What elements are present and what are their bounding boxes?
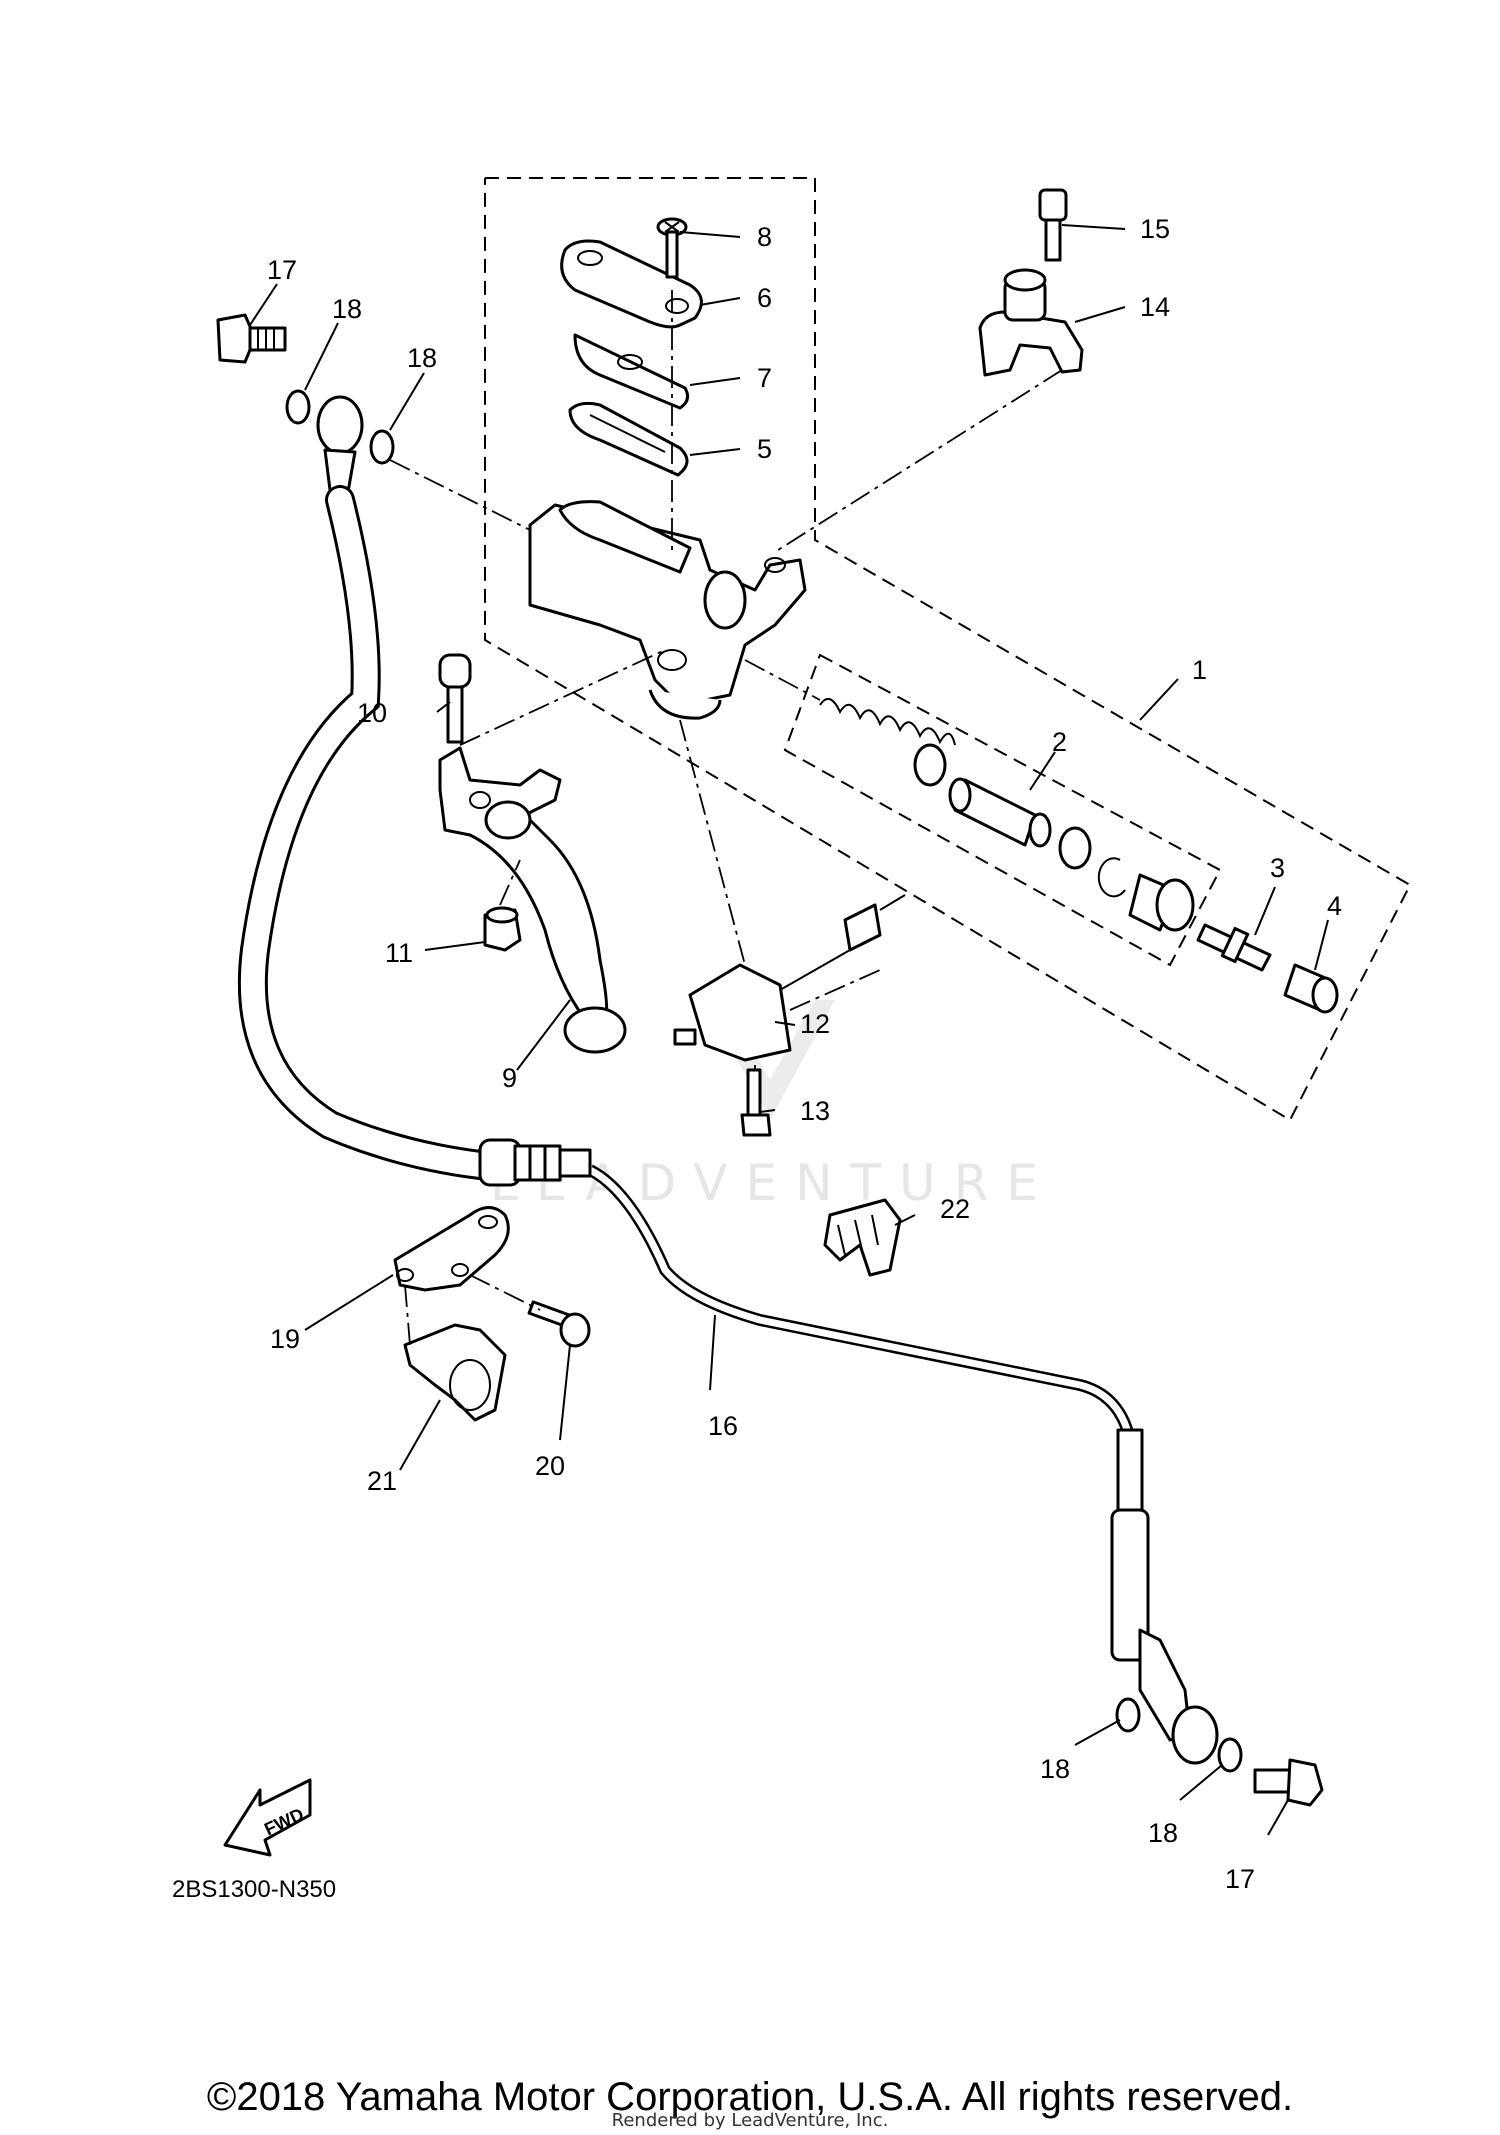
adjuster-4 (1283, 963, 1339, 1014)
brake-switch-12 (673, 894, 906, 1062)
copyright-notice: ©2018 Yamaha Motor Corporation, U.S.A. A… (206, 2075, 1294, 2119)
leader-lines (249, 224, 1329, 1836)
washer-18-c (1115, 1697, 1141, 1733)
bolt-15 (1038, 188, 1068, 262)
banjo-bolt-17-top (216, 313, 287, 364)
diaphragm-5 (568, 401, 689, 477)
label-18-a: 18 (332, 294, 362, 324)
label-5: 5 (757, 434, 772, 464)
washer-18-a (285, 389, 311, 425)
alignment-lines (389, 290, 1063, 1346)
label-20: 20 (535, 1451, 565, 1481)
bracket-19 (393, 1206, 510, 1292)
boot (1128, 873, 1195, 932)
piston (948, 777, 1052, 848)
label-21: 21 (367, 1466, 397, 1496)
label-14: 14 (1140, 292, 1170, 322)
bolt-20 (527, 1300, 591, 1348)
label-10: 10 (357, 698, 387, 728)
brake-hose-16 (237, 485, 1192, 1742)
label-9: 9 (502, 1063, 517, 1093)
label-22: 22 (940, 1194, 970, 1224)
label-19: 19 (270, 1324, 300, 1354)
spring (819, 697, 956, 746)
washer-18-d (1217, 1737, 1243, 1773)
brake-lever-9 (438, 746, 627, 1054)
rendered-by-notice: Rendered by LeadVenture, Inc. (611, 2110, 889, 2131)
nut-11 (483, 906, 522, 952)
guide-21 (403, 1323, 507, 1422)
banjo-fitting-top (316, 395, 364, 494)
screw-8 (656, 217, 688, 279)
assembly-1-boundary (484, 177, 1412, 1122)
washer-18-b (369, 429, 395, 465)
diaphragm-plate-7 (573, 333, 690, 410)
pushrod-3 (1196, 923, 1272, 972)
diagram-code: 2BS1300-N350 (172, 1876, 336, 1903)
label-17-bottom: 17 (1225, 1864, 1255, 1894)
label-16: 16 (708, 1411, 738, 1441)
label-7: 7 (757, 363, 772, 393)
pivot-bolt-10 (438, 653, 472, 744)
part-labels: 1 2 3 4 5 6 7 8 9 10 11 12 13 14 15 16 1… (267, 214, 1342, 1894)
label-18-d: 18 (1148, 1818, 1178, 1848)
clamp-14 (978, 268, 1084, 377)
label-6: 6 (757, 283, 772, 313)
label-11: 11 (385, 938, 413, 968)
label-18-c: 18 (1040, 1754, 1070, 1784)
cup-seal (913, 743, 947, 787)
reservoir-cap-6 (560, 239, 703, 329)
hose-clamp-22 (823, 1198, 902, 1277)
label-18-b: 18 (407, 343, 437, 373)
label-4: 4 (1327, 891, 1342, 921)
circlip (1097, 857, 1126, 898)
label-3: 3 (1270, 853, 1285, 883)
master-cylinder-body (528, 500, 807, 720)
label-12: 12 (800, 1009, 830, 1039)
label-1: 1 (1192, 655, 1207, 685)
piston-seal (1058, 826, 1092, 870)
banjo-bolt-17-bottom (1253, 1758, 1324, 1807)
label-17-top: 17 (267, 255, 297, 285)
banjo-fitting-bottom (1171, 1705, 1219, 1765)
fwd-arrow-icon: FWD (223, 1778, 312, 1857)
label-15: 15 (1140, 214, 1170, 244)
label-2: 2 (1052, 727, 1067, 757)
piston-kit-2-boundary (783, 653, 1222, 967)
label-8: 8 (757, 222, 772, 252)
screw-13 (740, 1068, 772, 1137)
label-13: 13 (800, 1096, 830, 1126)
